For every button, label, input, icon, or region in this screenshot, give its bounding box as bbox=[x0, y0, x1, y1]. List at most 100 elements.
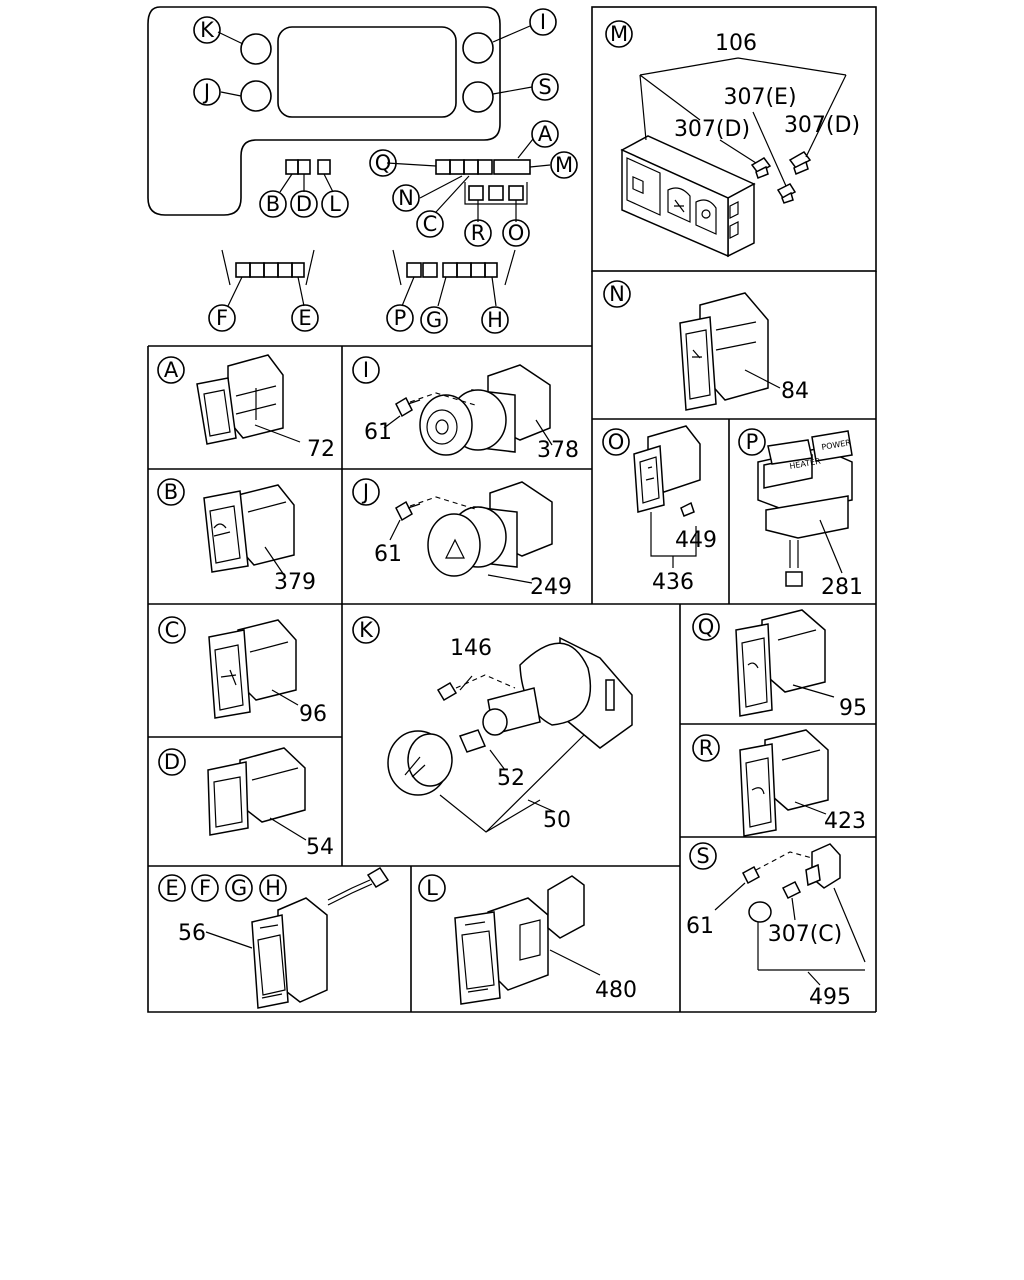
callout-circle bbox=[158, 874, 186, 902]
callout-letter: S bbox=[538, 75, 551, 99]
callout-circle bbox=[418, 874, 446, 902]
bulb-307e bbox=[776, 183, 797, 204]
panel-j bbox=[389, 481, 553, 584]
switch-slot bbox=[285, 159, 299, 175]
part-number: 480 bbox=[595, 978, 637, 1003]
switch-slot bbox=[484, 262, 498, 278]
callout-letter: R bbox=[471, 221, 486, 245]
panel-o bbox=[633, 425, 701, 568]
callout-circle bbox=[352, 356, 380, 384]
callout-letter: F bbox=[199, 876, 211, 900]
callout-letter: I bbox=[540, 10, 546, 34]
panel-b bbox=[203, 484, 295, 576]
callout-circle bbox=[157, 356, 185, 384]
callout-circle bbox=[692, 734, 720, 762]
console-lines bbox=[221, 249, 315, 286]
callout-letter: F bbox=[216, 306, 228, 330]
callout-circle bbox=[191, 874, 219, 902]
part-number: 146 bbox=[450, 636, 492, 661]
callout-circle bbox=[738, 428, 766, 456]
callout-letter: M bbox=[610, 22, 628, 46]
part-number: 52 bbox=[497, 766, 525, 791]
knob-k-position bbox=[240, 33, 272, 65]
callout-circle bbox=[386, 304, 414, 332]
callout-circle bbox=[605, 20, 633, 48]
callout-letter: K bbox=[359, 618, 374, 642]
leader-lines bbox=[217, 25, 551, 307]
switch-slot bbox=[508, 185, 524, 201]
switch-slot bbox=[291, 262, 305, 278]
knob-s-position bbox=[462, 81, 494, 113]
callout-letter: E bbox=[165, 876, 178, 900]
part-number: 436 bbox=[652, 570, 694, 595]
part-number: 495 bbox=[809, 985, 851, 1010]
part-number: 307(E) bbox=[723, 85, 796, 110]
callout-letter: O bbox=[608, 430, 625, 454]
panel-efgh bbox=[205, 866, 390, 1009]
part-number: 423 bbox=[824, 809, 866, 834]
switch-slot bbox=[456, 262, 472, 278]
callout-circle bbox=[416, 210, 444, 238]
switch-slot bbox=[235, 262, 251, 278]
part-number: 50 bbox=[543, 808, 571, 833]
callout-circle bbox=[291, 304, 319, 332]
callout-circle bbox=[193, 78, 221, 106]
callout-circle bbox=[420, 306, 448, 334]
callout-letter: E bbox=[298, 306, 311, 330]
switch-slot bbox=[470, 262, 486, 278]
multi-switch-assembly bbox=[620, 135, 756, 258]
panel-a bbox=[196, 354, 301, 445]
callout-letter: C bbox=[165, 618, 180, 642]
callout-letter: M bbox=[555, 153, 573, 177]
switch-slot bbox=[435, 159, 451, 175]
callout-letter: H bbox=[487, 308, 503, 332]
callout-letter: D bbox=[296, 192, 312, 216]
panel-m bbox=[620, 57, 847, 258]
callout-letter: L bbox=[329, 192, 341, 216]
part-number: 281 bbox=[821, 575, 863, 600]
callout-letter: B bbox=[266, 192, 280, 216]
callout-circle bbox=[392, 184, 420, 212]
knob-i-position bbox=[462, 32, 494, 64]
callout-letter: N bbox=[398, 186, 414, 210]
callout-circle bbox=[692, 613, 720, 641]
switch-slot bbox=[263, 262, 279, 278]
callout-circle bbox=[352, 616, 380, 644]
callout-letter: O bbox=[508, 221, 525, 245]
knob-j-position bbox=[240, 80, 272, 112]
part-number: 56 bbox=[178, 921, 206, 946]
bulb-307d-right bbox=[788, 151, 812, 176]
panel-l bbox=[454, 875, 601, 1005]
switch-slot bbox=[249, 262, 265, 278]
callout-circle bbox=[157, 478, 185, 506]
switch-slot bbox=[406, 262, 422, 278]
callout-letter: A bbox=[164, 358, 179, 382]
bulb-307d-left bbox=[750, 157, 772, 179]
panel-r bbox=[739, 729, 829, 837]
callout-circle bbox=[321, 190, 349, 218]
switch-slot bbox=[449, 159, 465, 175]
part-number: 307(C) bbox=[768, 922, 843, 947]
switch-slot bbox=[463, 159, 479, 175]
callout-letter: B bbox=[164, 480, 178, 504]
switch-slot bbox=[422, 262, 438, 278]
callout-letter: H bbox=[265, 876, 281, 900]
switch-slot-wide bbox=[493, 159, 531, 175]
callout-circle bbox=[225, 874, 253, 902]
part-number: 61 bbox=[364, 420, 392, 445]
panel-d bbox=[207, 747, 307, 841]
part-number: 96 bbox=[299, 702, 327, 727]
callout-circle bbox=[531, 120, 559, 148]
callout-letter: A bbox=[538, 122, 553, 146]
callout-circle bbox=[531, 73, 559, 101]
panel-c bbox=[208, 619, 299, 719]
callout-letter: J bbox=[202, 80, 210, 104]
leader-lines bbox=[639, 57, 847, 187]
panel-k bbox=[387, 636, 633, 833]
callout-circle bbox=[259, 874, 287, 902]
callout-circle bbox=[602, 428, 630, 456]
part-number: 54 bbox=[306, 835, 334, 860]
callout-circle bbox=[689, 842, 717, 870]
callout-letter: P bbox=[394, 306, 407, 330]
part-number: 61 bbox=[374, 542, 402, 567]
